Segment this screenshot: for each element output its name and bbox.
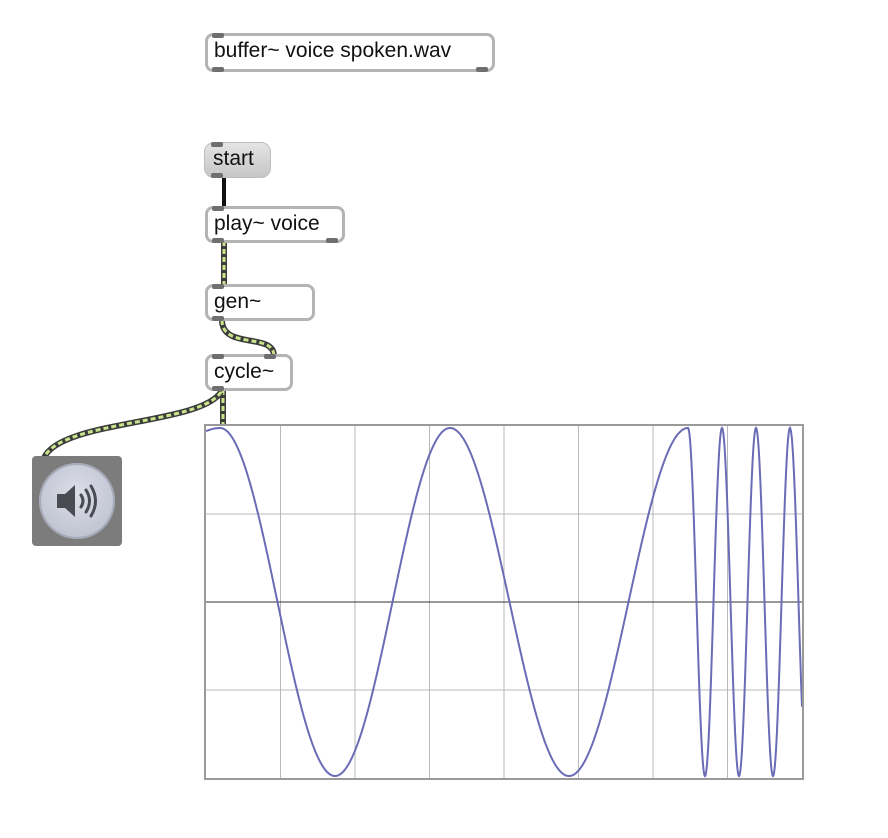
start-outlet[interactable] <box>211 173 223 178</box>
cycle-inlet-left[interactable] <box>212 354 224 359</box>
play-inlet[interactable] <box>212 206 224 211</box>
scope-display[interactable] <box>204 424 804 780</box>
play-outlet-left[interactable] <box>212 238 224 243</box>
gen-outlet[interactable] <box>212 316 224 321</box>
play-object[interactable]: play~ voice <box>205 206 345 243</box>
gen-object-label: gen~ <box>214 290 262 313</box>
cycle-object[interactable]: cycle~ <box>205 354 293 391</box>
play-object-label: play~ voice <box>214 212 320 235</box>
gen-object[interactable]: gen~ <box>205 284 315 321</box>
start-message-label: start <box>213 147 254 170</box>
buffer-inlet[interactable] <box>212 33 224 38</box>
speaker-icon <box>57 484 97 518</box>
cycle-object-label: cycle~ <box>214 360 275 383</box>
dac-speaker-button[interactable] <box>32 456 122 546</box>
cord-cycle-to-dac[interactable] <box>41 390 224 460</box>
scope-waveform <box>205 425 803 778</box>
start-inlet[interactable] <box>211 142 223 147</box>
buffer-outlet-left[interactable] <box>212 67 224 72</box>
buffer-object[interactable]: buffer~ voice spoken.wav <box>205 33 495 72</box>
buffer-object-label: buffer~ voice spoken.wav <box>214 39 452 62</box>
buffer-outlet-right[interactable] <box>476 67 488 72</box>
play-outlet-right[interactable] <box>326 238 338 243</box>
scope-signal-trace <box>205 425 803 778</box>
start-message[interactable]: start <box>204 142 271 178</box>
speaker-disc[interactable] <box>39 463 115 539</box>
cord-gen-to-cycle[interactable] <box>219 319 277 357</box>
cycle-outlet[interactable] <box>212 386 224 391</box>
cycle-inlet-right[interactable] <box>264 354 276 359</box>
gen-inlet[interactable] <box>212 284 224 289</box>
